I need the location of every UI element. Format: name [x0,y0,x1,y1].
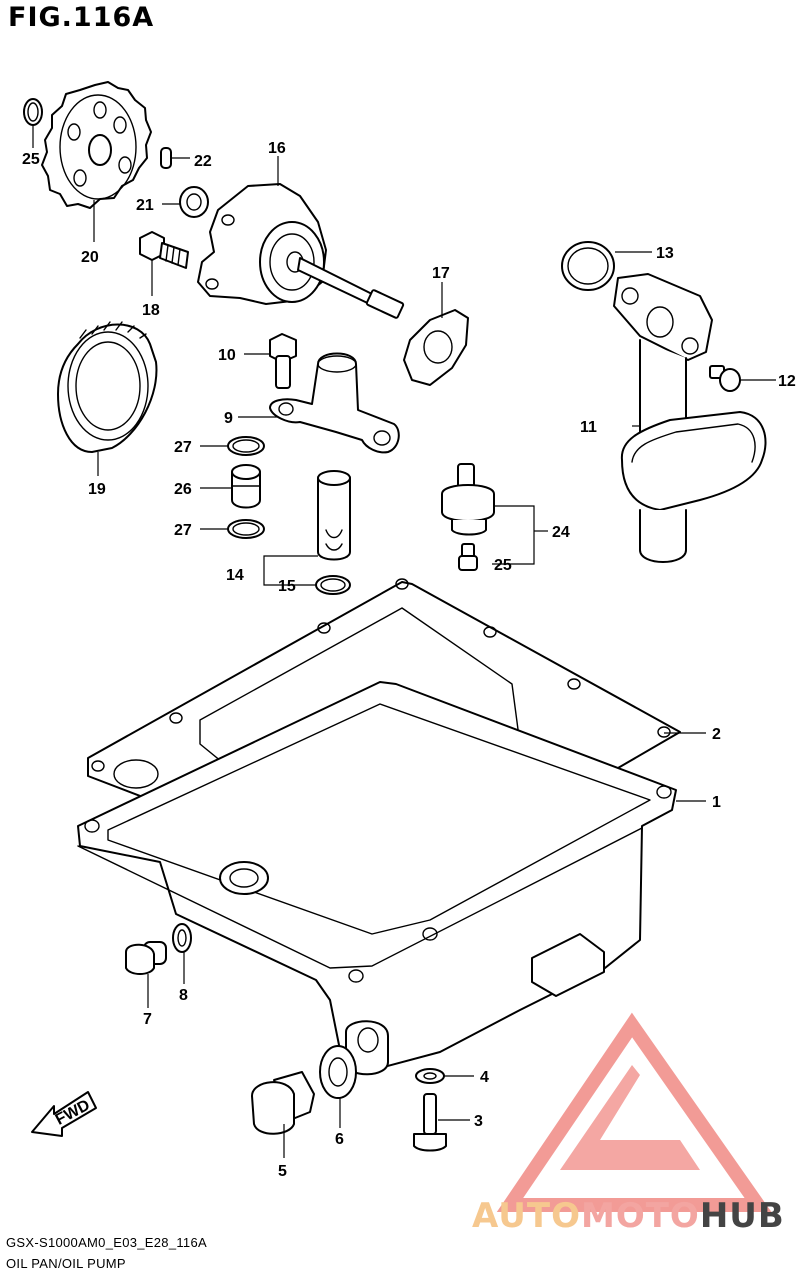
callout-15: 15 [278,578,296,595]
callout-23: 25 [22,151,40,168]
part-1-oil-pan [77,681,677,1076]
callout-9: 9 [224,410,233,427]
part-5-drain-plug [251,1071,315,1135]
callout-16: 16 [268,140,286,157]
callout-10: 10 [218,347,236,364]
part-15-o-ring [315,575,351,595]
part-4-washer [415,1068,445,1084]
watermark-moto: MOTO [580,1196,700,1236]
callout-12: 12 [778,373,796,390]
part-19-driven-gear [57,321,158,453]
part-18-bolt [139,231,189,269]
leader-lines [32,125,776,1158]
callout-11: 11 [580,419,597,436]
figure-title: FIG.116A [8,2,155,33]
callout-20: 20 [81,249,99,266]
part-12-bolt [709,365,741,392]
part-10-bolt [269,333,297,389]
part-14-relief-valve-sleeve [317,470,351,561]
callout-27-top: 27 [174,439,192,456]
forward-arrow: FWD [31,1091,97,1137]
part-7-plug [125,941,167,975]
callout-numbers: 25 20 22 21 18 16 17 13 12 11 10 9 27 26… [22,140,796,1180]
part-13-o-ring [561,241,615,291]
callout-27-bottom: 27 [174,522,192,539]
part-11-oil-strainer [613,273,767,563]
part-23-circlip [23,98,43,126]
part-21-washer [179,186,209,218]
callout-19: 19 [88,481,106,498]
callout-14: 14 [226,567,244,584]
callout-18: 18 [142,302,160,319]
part-24-oil-pressure-switch [441,463,495,536]
callout-7: 7 [143,1011,152,1028]
diagram-code: GSX-S1000AM0_E03_E28_116A [6,1235,207,1250]
callout-8: 8 [179,987,188,1004]
callout-21: 21 [136,197,154,214]
callout-6: 6 [335,1131,344,1148]
watermark-text: AUTOMOTOHUB [472,1196,785,1236]
part-27-o-ring-top [227,436,265,456]
watermark-auto: AUTO [472,1196,581,1236]
callout-13: 13 [656,245,674,262]
part-17-pump-gasket [403,309,469,386]
part-6-gasket [319,1045,357,1099]
callout-26: 26 [174,481,192,498]
part-3-bolt [413,1093,447,1152]
part-27-o-ring-bottom [227,519,265,539]
callout-2: 2 [712,726,721,743]
callout-22: 22 [194,153,212,170]
callout-1: 1 [712,794,721,811]
part-9-relief-valve [269,352,400,454]
part-8-gasket [172,923,192,953]
part-20-pump-sprocket [41,81,152,209]
callout-3: 3 [474,1113,483,1130]
watermark-hub: HUB [699,1196,785,1236]
callout-24: 24 [552,524,570,541]
callout-17: 17 [432,265,450,282]
callout-4: 4 [480,1069,489,1086]
part-25-screw [458,543,478,571]
part-26-collar [231,464,261,509]
diagram-name: OIL PAN/OIL PUMP [6,1256,126,1271]
part-16-oil-pump [197,183,405,319]
watermark-logo [496,1012,772,1212]
callout-25: 25 [494,557,512,574]
part-22-pin [160,147,172,169]
callout-5: 5 [278,1163,287,1180]
